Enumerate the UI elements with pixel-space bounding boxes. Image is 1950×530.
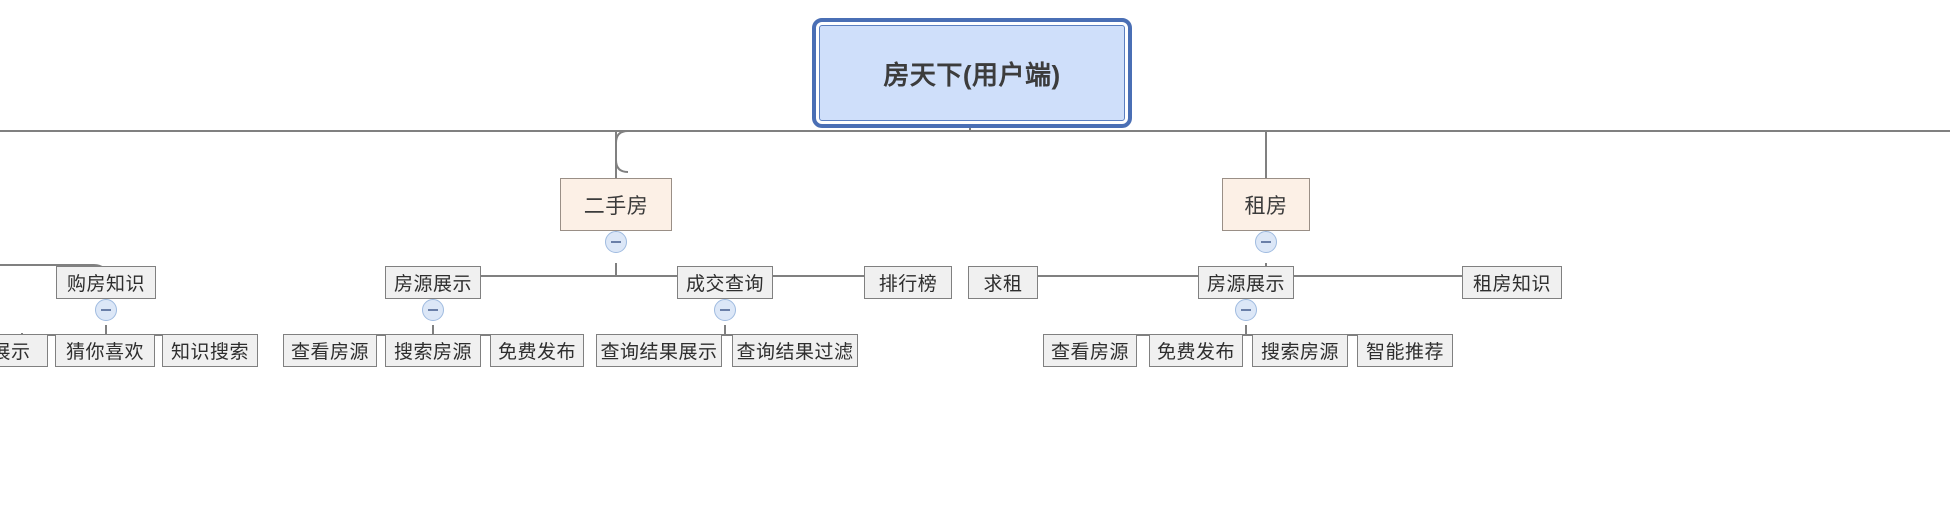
node-mianfeifabu-zufang-label: 免费发布	[1156, 342, 1235, 363]
node-zufangzhishi[interactable]: 租房知识	[1462, 266, 1562, 299]
node-mianfeifabu-zufang[interactable]: 免费发布	[1149, 334, 1243, 367]
collapse-toggle-fangyuanzhanshi-zufang[interactable]	[1235, 299, 1257, 321]
node-chaxunjieguozhanshi[interactable]: 查询结果展示	[596, 334, 722, 367]
node-goufangzhishi-label: 购房知识	[66, 274, 145, 295]
node-zufang[interactable]: 租房	[1222, 178, 1310, 231]
node-ershoufang[interactable]: 二手房	[560, 178, 672, 231]
node-fangyuanzhanshi-ershoufang[interactable]: 房源展示	[385, 266, 481, 299]
node-sousuofangyuan-ershoufang-label: 搜索房源	[393, 342, 472, 363]
node-zufang-label: 租房	[1244, 194, 1288, 218]
node-sousuofangyuan-zufang[interactable]: 搜索房源	[1252, 334, 1348, 367]
node-zufangzhishi-label: 租房知识	[1472, 274, 1551, 295]
node-qiuzu[interactable]: 求租	[968, 266, 1038, 299]
collapse-toggle-goufangzhishi[interactable]	[95, 299, 117, 321]
node-mianfeifabu-ershoufang-label: 免费发布	[497, 342, 576, 363]
root-selection-outline	[812, 18, 1132, 128]
node-chaxunjieguoguolv-label: 查询结果过滤	[736, 342, 854, 363]
node-chaxunjieguoguolv[interactable]: 查询结果过滤	[732, 334, 858, 367]
node-chakanfangyuan-ershoufang[interactable]: 查看房源	[283, 334, 377, 367]
node-root-label: 房天下(用户端)	[883, 59, 1061, 90]
node-zhanshi-label: 展示	[0, 342, 31, 363]
collapse-toggle-ershoufang[interactable]	[605, 231, 627, 253]
collapse-minus-icon	[611, 241, 621, 243]
node-mianfeifabu-ershoufang[interactable]: 免费发布	[490, 334, 584, 367]
node-chaxunjieguozhanshi-label: 查询结果展示	[600, 342, 718, 363]
node-zhishisousuo[interactable]: 知识搜索	[162, 334, 258, 367]
node-root[interactable]: 房天下(用户端)	[819, 25, 1125, 121]
collapse-toggle-fangyuanzhanshi-ershoufang[interactable]	[422, 299, 444, 321]
node-chengjiaochaxun-label: 成交查询	[685, 274, 764, 295]
node-chakanfangyuan-zufang-label: 查看房源	[1050, 342, 1129, 363]
node-qiuzu-label: 求租	[983, 274, 1023, 295]
node-chengjiaochaxun[interactable]: 成交查询	[677, 266, 773, 299]
node-fangyuanzhanshi-ershoufang-label: 房源展示	[393, 274, 472, 295]
collapse-toggle-chengjiaochaxun[interactable]	[714, 299, 736, 321]
node-fangyuanzhanshi-zufang-label: 房源展示	[1206, 274, 1285, 295]
collapse-minus-icon	[1261, 241, 1271, 243]
node-sousuofangyuan-ershoufang[interactable]: 搜索房源	[385, 334, 481, 367]
node-fangyuanzhanshi-zufang[interactable]: 房源展示	[1198, 266, 1294, 299]
node-chakanfangyuan-ershoufang-label: 查看房源	[290, 342, 369, 363]
node-paihangbang[interactable]: 排行榜	[864, 266, 952, 299]
collapse-minus-icon	[1241, 309, 1251, 311]
collapse-minus-icon	[101, 309, 111, 311]
node-zhishisousuo-label: 知识搜索	[170, 342, 249, 363]
collapse-minus-icon	[720, 309, 730, 311]
node-zhinengtuijian-label: 智能推荐	[1365, 342, 1444, 363]
collapse-toggle-zufang[interactable]	[1255, 231, 1277, 253]
node-sousuofangyuan-zufang-label: 搜索房源	[1260, 342, 1339, 363]
node-chakanfangyuan-zufang[interactable]: 查看房源	[1043, 334, 1137, 367]
node-ershoufang-label: 二手房	[583, 194, 649, 218]
node-zhinengtuijian[interactable]: 智能推荐	[1357, 334, 1453, 367]
node-goufangzhishi[interactable]: 购房知识	[56, 266, 156, 299]
collapse-minus-icon	[428, 309, 438, 311]
node-cainixihuan-label: 猜你喜欢	[65, 342, 144, 363]
node-zhanshi[interactable]: 展示	[0, 334, 48, 367]
node-paihangbang-label: 排行榜	[878, 274, 938, 295]
node-cainixihuan[interactable]: 猜你喜欢	[55, 334, 155, 367]
